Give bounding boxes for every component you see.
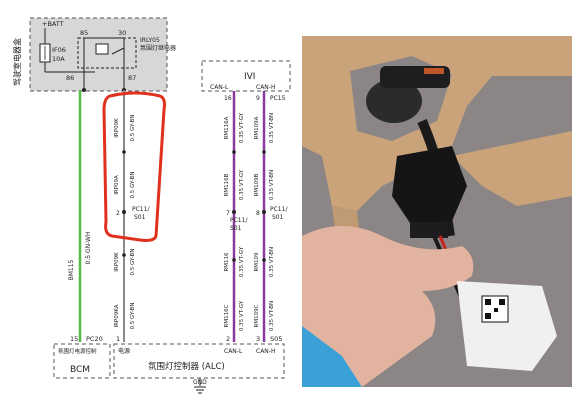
alc-can-h-label: CAN-H [256, 348, 275, 355]
relay-wire2-spec: 0.5 GY-BN [130, 172, 136, 199]
blue-glove-cuff [302, 326, 362, 387]
can-h-splice-id: PC11/ [270, 206, 288, 213]
fuse-box-label: 驾驶室电器盒 [12, 38, 22, 86]
can-h-wire2-code: RM109B [254, 173, 260, 196]
relay-box [77, 37, 137, 69]
ivi-pin-l: 16 [224, 95, 232, 102]
alc-power-label: 电源 [118, 347, 130, 355]
speaker-module [366, 79, 422, 123]
ivi-can-h: CAN-H [256, 84, 275, 91]
relay-wire1-code: IRP09K [114, 118, 120, 138]
green-wire-spec: 0.5 GN-WH [85, 232, 92, 265]
can-l-wire1-spec: 0.35 VT-GY [239, 112, 245, 143]
relay-id: IRLY05 [140, 37, 160, 44]
can-h-wire3-spec: 0.35 VT-BN [269, 247, 275, 277]
relay-splice-pin: 2 [116, 210, 120, 217]
batt-label: +BATT [42, 20, 64, 28]
ivi-box [201, 60, 291, 92]
relay-pin-87: 87 [128, 74, 136, 82]
relay-wire4-code: IRP09KA [114, 304, 120, 327]
can-l-wire4-spec: 0.35 VT-GY [239, 300, 245, 331]
can-h-wire2-spec: 0.35 VT-BN [269, 170, 275, 200]
can-l-wire3-spec: 0.35 VT-GY [239, 246, 245, 277]
fuse-rating: 10A [52, 55, 65, 63]
wiring-diagram: 驾驶室电器盒 +BATT IF06 10A 85 30 86 87 IRLY05… [12, 17, 291, 394]
relay-pin-86: 86 [66, 74, 74, 82]
can-h-splice-pin: 8 [256, 210, 260, 217]
can-l-wire1-code: RM116A [224, 116, 230, 139]
bcm-box [53, 343, 111, 379]
can-h-wire4-code: RM109C [254, 304, 260, 327]
alc-box [113, 343, 285, 379]
can-l-wire2-code: RM116B [224, 173, 230, 196]
ivi-pin-h: 9 [256, 95, 260, 102]
alc-label: 氛围灯控制器 (ALC) [148, 361, 225, 372]
alc-pin-can-h: 3 [256, 335, 260, 343]
can-l-wire2-spec: 0.35 VT-GY [239, 169, 245, 200]
relay-wire3-code: IRP09K [114, 252, 120, 272]
relay-splice-id: PC11/ [132, 206, 150, 213]
alc-pin-can-l: 2 [226, 335, 230, 343]
can-h-wire4-spec: 0.35 VT-BN [269, 301, 275, 331]
alc-can-l-label: CAN-L [224, 348, 243, 355]
qr-code-icon [494, 308, 498, 312]
relay-coil [95, 43, 109, 55]
relay-pin-30: 30 [118, 29, 126, 37]
bcm-sub-label: 氛围灯电源控制 [58, 347, 97, 355]
can-l-splice-sub: S01 [230, 225, 242, 232]
alc-ref: S05 [270, 335, 282, 343]
relay-wire4-spec: 0.5 GY-BN [130, 303, 136, 330]
gnd-label: GND [193, 379, 207, 386]
alc-pin-power: 1 [116, 335, 120, 343]
relay-wire3-spec: 0.5 GY-BN [130, 249, 136, 276]
can-l-splice-pin: 7 [226, 210, 230, 217]
red-highlight-annotation [102, 91, 166, 242]
ivi-connector: PC15 [270, 95, 286, 102]
relay-wire1-spec: 0.5 GY-BN [130, 115, 136, 142]
can-l-wire3-code: RM116 [224, 252, 230, 272]
green-wire-pin: 15 [70, 335, 78, 343]
can-h-wire1-code: RM109A [254, 116, 260, 139]
green-wire-code: BM115 [68, 259, 75, 280]
can-l-wire4-code: RM116C [224, 304, 230, 327]
relay-name: 氛围灯继电器 [140, 44, 176, 52]
can-h-wire3-code: RM109 [254, 252, 260, 272]
black-connector [392, 146, 467, 226]
fuse-id: IF06 [52, 46, 66, 54]
relay-wire2-code: IRP09A [114, 175, 120, 195]
can-h-splice-sub: S01 [272, 214, 284, 221]
hand [302, 226, 474, 387]
bcm-label: BCM [70, 365, 90, 375]
can-h-wire1-spec: 0.35 VT-BN [269, 113, 275, 143]
harness-photo [302, 36, 572, 387]
ivi-label: IVI [244, 72, 255, 82]
relay-splice-sub: S01 [134, 214, 146, 221]
relay-pin-85: 85 [80, 29, 88, 37]
ivi-can-l: CAN-L [210, 84, 229, 91]
can-l-splice-id: PC11/ [230, 217, 248, 224]
green-wire-connector: PC20 [86, 335, 103, 343]
